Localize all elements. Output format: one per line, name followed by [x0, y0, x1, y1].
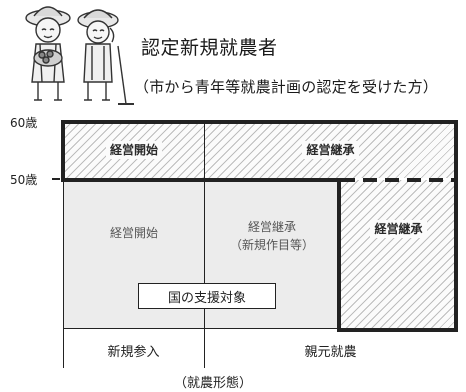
- lower-left-line: [63, 182, 64, 368]
- x-axis-caption: （就農形態）: [174, 376, 253, 391]
- region-top-right-label: 経営継承: [302, 140, 359, 160]
- lower-bottom-line: [63, 328, 339, 329]
- region-right-box-label: 経営継承: [370, 220, 427, 239]
- region-right-box: 経営継承: [341, 180, 456, 328]
- column-right-label: 親元就農: [304, 345, 357, 360]
- diagram-subtitle: （市から青年等就農計画の認定を受けた方）: [134, 78, 439, 96]
- region-top-left: 経営開始: [63, 122, 205, 178]
- age-50-label: 50歳: [10, 173, 38, 187]
- age-60-label: 60歳: [10, 116, 38, 130]
- frame-left-line: [61, 120, 65, 182]
- age-50-tick: [52, 178, 60, 180]
- age-50-dashed-line: [341, 178, 454, 182]
- right-box-bottom-line: [337, 328, 458, 332]
- frame-top-line: [61, 120, 458, 124]
- support-target-label: 国の支援対象: [138, 283, 276, 309]
- region-top-right: 経営継承: [205, 122, 456, 178]
- age-50-boundary-line: [61, 178, 341, 182]
- diagram-title: 認定新規就農者: [141, 37, 278, 59]
- region-center-mid-label-line1: 経営継承: [247, 220, 296, 234]
- column-divider: [204, 124, 205, 368]
- frame-right-line: [454, 120, 458, 332]
- region-center-left-label: 経営開始: [109, 226, 158, 240]
- region-top-left-label: 経営開始: [105, 140, 162, 160]
- region-center-mid-label-line2: （新規作目等）: [229, 238, 314, 253]
- column-left-label: 新規参入: [107, 345, 160, 360]
- farmer-couple-illustration-icon: [25, 6, 134, 105]
- right-box-left-line: [337, 180, 341, 332]
